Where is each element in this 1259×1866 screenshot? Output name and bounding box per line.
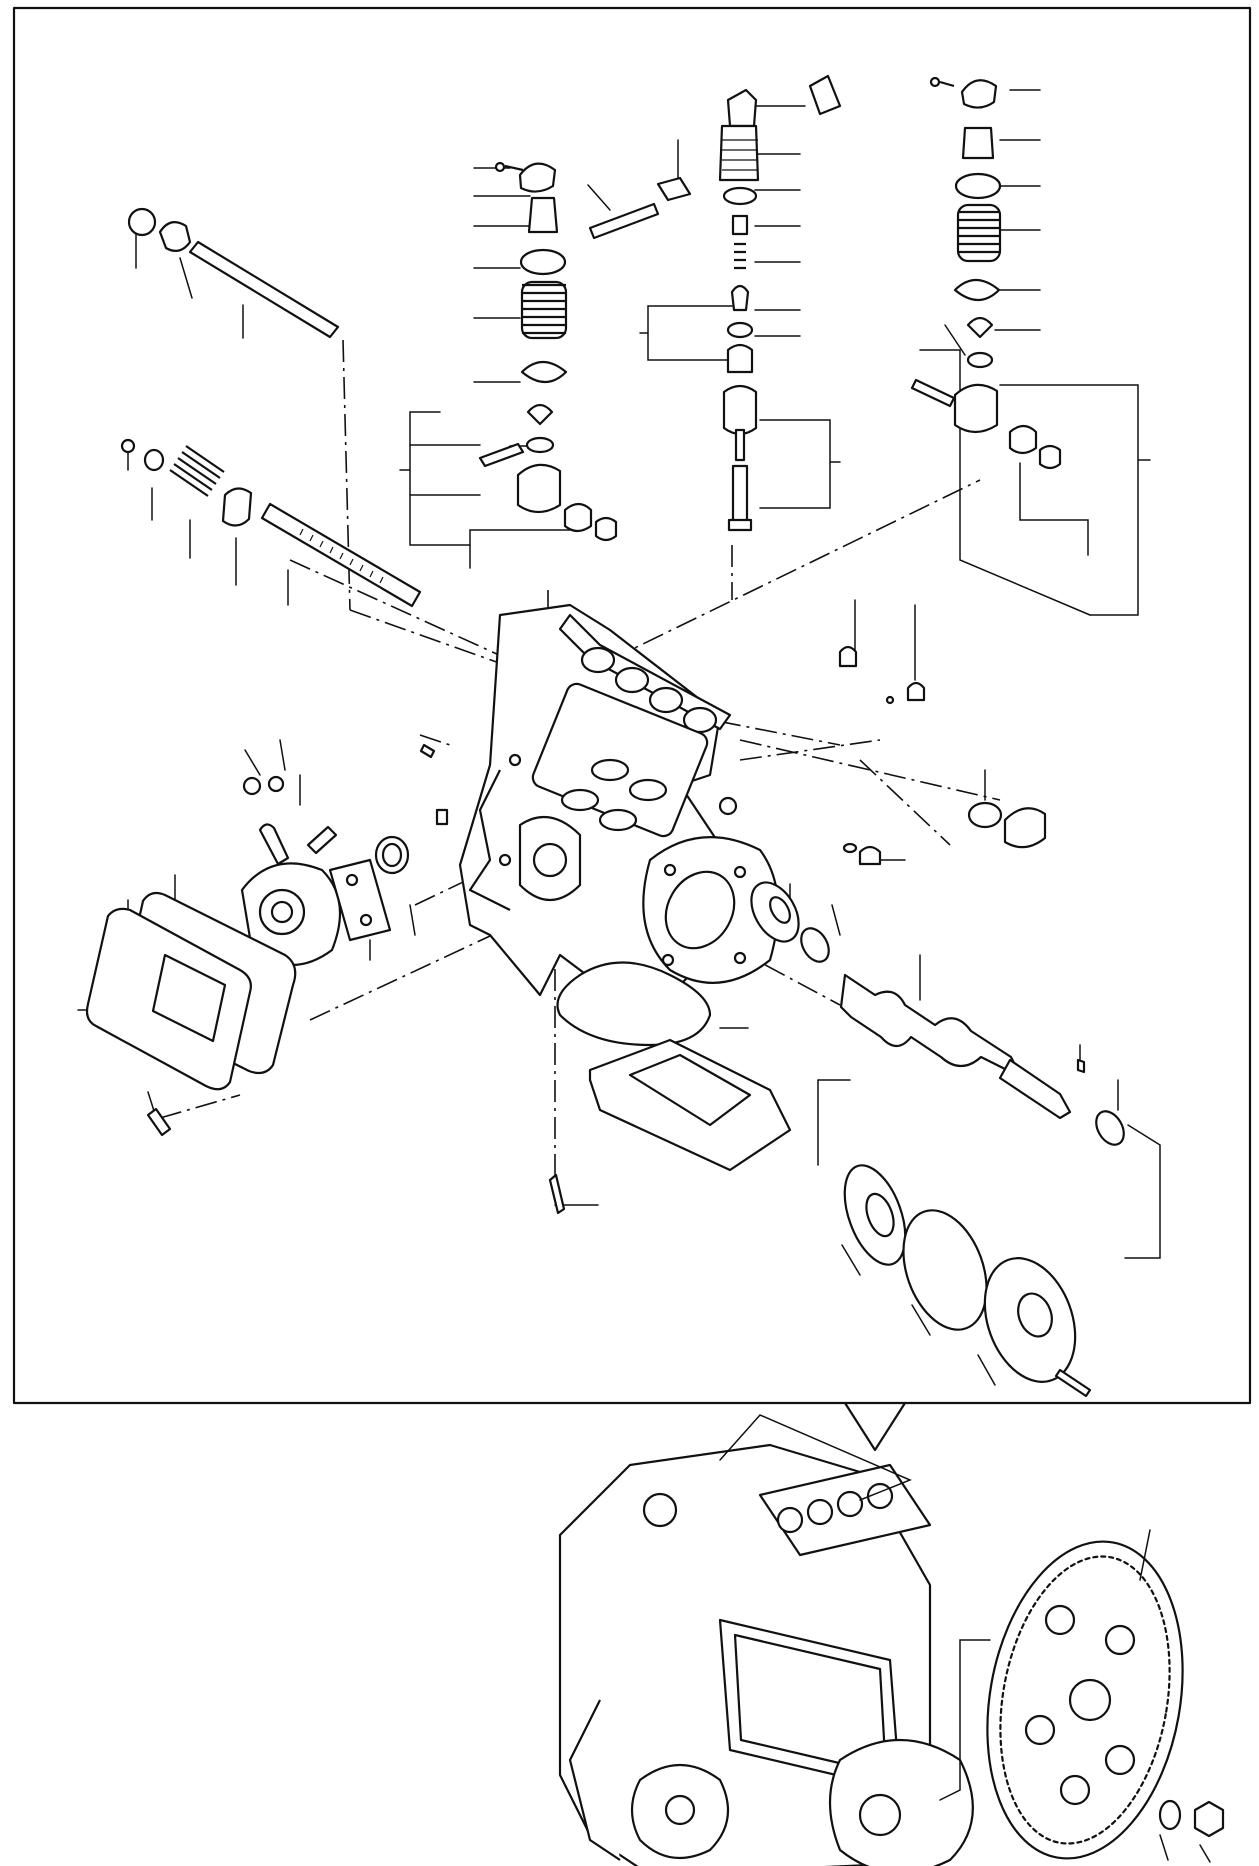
pin [419, 743, 436, 759]
pinion-cap [518, 162, 557, 193]
upper-seat-2 [954, 172, 1002, 200]
control-rack [260, 502, 422, 608]
cover-bolt [146, 1107, 172, 1137]
feed-pump-flange [328, 858, 392, 942]
plunger-spring [522, 283, 566, 335]
delivery-valve-stack-1 [478, 161, 618, 542]
frame [12, 6, 1252, 1452]
delivery-holder-top [726, 88, 758, 128]
assembled-flange [828, 1738, 974, 1866]
bushing [221, 487, 253, 527]
plunger-spring-2 [958, 210, 1000, 254]
valve-seat [726, 343, 754, 374]
drain-plug [1003, 807, 1047, 849]
feed-pump [240, 775, 410, 967]
plunger-2 [966, 316, 994, 339]
delivery-valve [730, 284, 750, 312]
barrel-port-2 [614, 666, 650, 694]
lower-seat-2 [953, 278, 1001, 302]
gear-hub [1068, 1678, 1112, 1722]
clamp [656, 176, 692, 202]
tappet [516, 463, 562, 514]
nut [242, 776, 262, 796]
assembled-pump-view [558, 1414, 1225, 1866]
guide-pin [478, 442, 525, 468]
clamp-plate [808, 74, 842, 116]
gear-nut [1193, 1800, 1225, 1838]
tappet-2 [953, 383, 999, 434]
rack-rod-assembly [120, 207, 422, 608]
camshaft-end [998, 1058, 1072, 1120]
washer-2 [267, 775, 285, 793]
shim [525, 436, 555, 454]
housing-fittings [419, 645, 1047, 866]
control-rod [188, 240, 340, 339]
guide-pin-2 [910, 378, 956, 408]
callout-pointer [843, 1401, 907, 1452]
o-ring [127, 207, 157, 237]
woodruff-key [1076, 1058, 1086, 1074]
gasket-ring [967, 801, 1003, 829]
valve-stopper [731, 214, 749, 236]
camshaft-assembly [750, 881, 1125, 1398]
bottom-bolt [548, 1173, 566, 1215]
shim-ring [800, 927, 830, 963]
cover-screw [1054, 1368, 1092, 1398]
roller [563, 502, 593, 533]
plug-bolt [838, 645, 858, 668]
valve-gasket [726, 321, 754, 339]
air-vent [858, 845, 882, 866]
control-sleeve-2 [961, 126, 995, 160]
barrel-port-1 [580, 646, 616, 674]
shim-2 [966, 351, 994, 369]
roller-2 [1008, 424, 1038, 455]
camshaft [839, 973, 1023, 1079]
lower-seat [520, 360, 568, 384]
valve-spring [734, 242, 746, 270]
bottom-gasket [556, 961, 712, 1047]
clamp-bolt [588, 202, 660, 240]
delivery-valve-stack-3 [910, 76, 1062, 470]
plug-bolt-2 [906, 681, 926, 702]
oil-seal [1095, 1110, 1125, 1146]
plug-small [435, 808, 449, 826]
inlet-fitting [258, 823, 290, 866]
side-cover [85, 891, 297, 1137]
bearing-gasket [902, 1209, 988, 1331]
barrel-port-3 [648, 686, 684, 714]
gear-washer [1158, 1799, 1182, 1831]
control-sleeve [527, 196, 559, 234]
outlet-fitting [306, 825, 338, 855]
plug [158, 221, 192, 253]
snap-ring [120, 438, 136, 454]
bottom-cover [548, 961, 792, 1215]
washer [143, 448, 165, 472]
pump-plunger [731, 464, 749, 526]
gasket [722, 186, 758, 206]
roller-pin-2 [1038, 444, 1062, 470]
roller-pin [594, 516, 618, 542]
pinion-cap-2 [960, 79, 998, 109]
camshaft-bore [664, 870, 736, 950]
pump-housing [458, 603, 780, 1007]
delivery-valve-stack-2 [588, 74, 842, 532]
plunger [526, 403, 554, 426]
main-frame-border [12, 6, 1252, 1405]
plunger-barrel [722, 384, 758, 436]
spring [169, 445, 225, 497]
delivery-valve-holder [718, 124, 760, 182]
upper-seat [519, 248, 567, 276]
